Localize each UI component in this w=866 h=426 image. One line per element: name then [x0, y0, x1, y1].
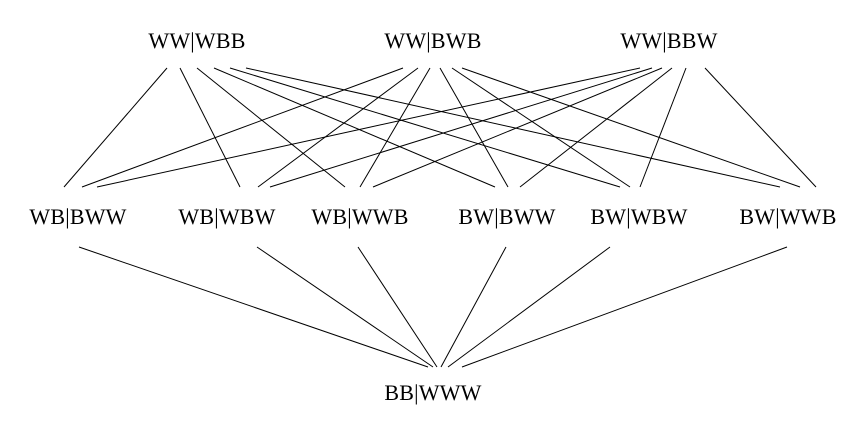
edge-top-middle	[229, 67, 621, 188]
node-ww-bbw: WW|BBW	[620, 28, 718, 53]
node-ww-wbb: WW|WBB	[148, 28, 246, 53]
edge-top-middle	[213, 67, 496, 188]
edge-middle-bottom	[357, 246, 438, 368]
edge-top-middle	[451, 67, 631, 188]
node-bw-bww: BW|BWW	[458, 204, 556, 229]
edge-top-middle	[245, 67, 781, 188]
node-ww-bwb: WW|BWB	[384, 28, 482, 53]
edge-top-middle	[269, 67, 653, 188]
edge-top-middle	[257, 67, 419, 188]
edge-top-middle	[372, 67, 663, 188]
node-bb-www: BB|WWW	[384, 380, 482, 405]
node-wb-wbw: WB|WBW	[178, 204, 276, 229]
edge-top-middle	[519, 67, 673, 188]
edge-top-middle	[179, 67, 241, 188]
node-bw-wbw: BW|WBW	[590, 204, 688, 229]
edge-top-middle	[96, 67, 641, 188]
edge-middle-bottom	[78, 246, 429, 368]
edge-top-middle	[63, 67, 168, 188]
edge-middle-bottom	[447, 246, 611, 368]
edge-top-middle	[196, 67, 346, 188]
node-bw-wwb: BW|WWB	[739, 204, 837, 229]
edge-top-middle	[461, 67, 801, 188]
edge-top-middle	[439, 67, 509, 188]
edge-middle-bottom	[440, 246, 507, 368]
edge-top-middle	[81, 67, 404, 188]
edge-middle-bottom	[256, 246, 434, 368]
node-wb-wwb: WB|WWB	[311, 204, 409, 229]
edge-top-middle	[359, 67, 431, 188]
edge-top-middle	[704, 67, 817, 188]
edge-middle-bottom	[461, 246, 788, 368]
node-wb-bww: WB|BWW	[29, 204, 127, 229]
edge-top-middle	[639, 67, 687, 188]
